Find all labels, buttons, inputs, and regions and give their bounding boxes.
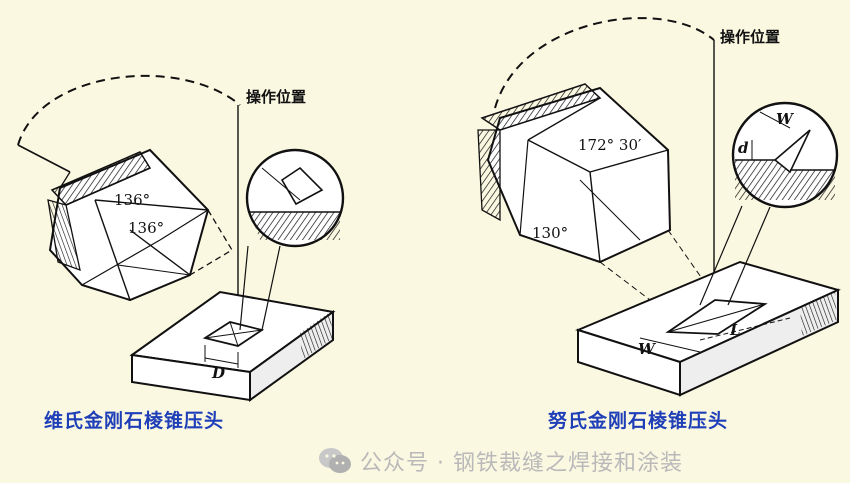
- knoop-inset: W d: [699, 101, 839, 306]
- vickers-angle-top: 136°: [114, 191, 150, 209]
- vickers-swing-arc: [17, 74, 241, 146]
- knoop-angle-top: 172° 30′: [578, 136, 642, 154]
- vickers-dim-d: D: [211, 364, 225, 382]
- knoop-caption: 努氏金刚石棱锥压头: [548, 410, 729, 432]
- vickers-inset: [239, 148, 345, 331]
- knoop-dim-w: W: [638, 340, 657, 358]
- knoop-operating-label: 操作位置: [720, 28, 780, 46]
- watermark: 公众号 · 钢铁裁缝之焊接和涂装: [318, 446, 683, 476]
- knoop-specimen: L W: [575, 260, 841, 397]
- vickers-caption: 维氏金刚石棱锥压头: [44, 410, 225, 432]
- vickers-indenter: 136° 136°: [47, 148, 233, 302]
- knoop-swing-arc: [494, 17, 715, 109]
- vickers-specimen: D: [129, 290, 336, 402]
- knoop-inset-w: W: [776, 110, 795, 128]
- knoop-indenter: 172° 30′ 130°: [477, 83, 711, 301]
- knoop-diagram: 操作位置 172° 30′ 130° L: [477, 17, 841, 397]
- knoop-angle-side: 130°: [532, 224, 568, 242]
- wechat-icon: [319, 448, 351, 473]
- vickers-diagram: 操作位置 136° 136°: [17, 74, 345, 402]
- vickers-angle-bottom: 136°: [128, 219, 164, 237]
- watermark-text: 公众号 · 钢铁裁缝之焊接和涂装: [360, 451, 683, 476]
- vickers-operating-label: 操作位置: [246, 88, 306, 106]
- knoop-dim-l: L: [729, 321, 741, 339]
- knoop-inset-d: d: [738, 139, 749, 157]
